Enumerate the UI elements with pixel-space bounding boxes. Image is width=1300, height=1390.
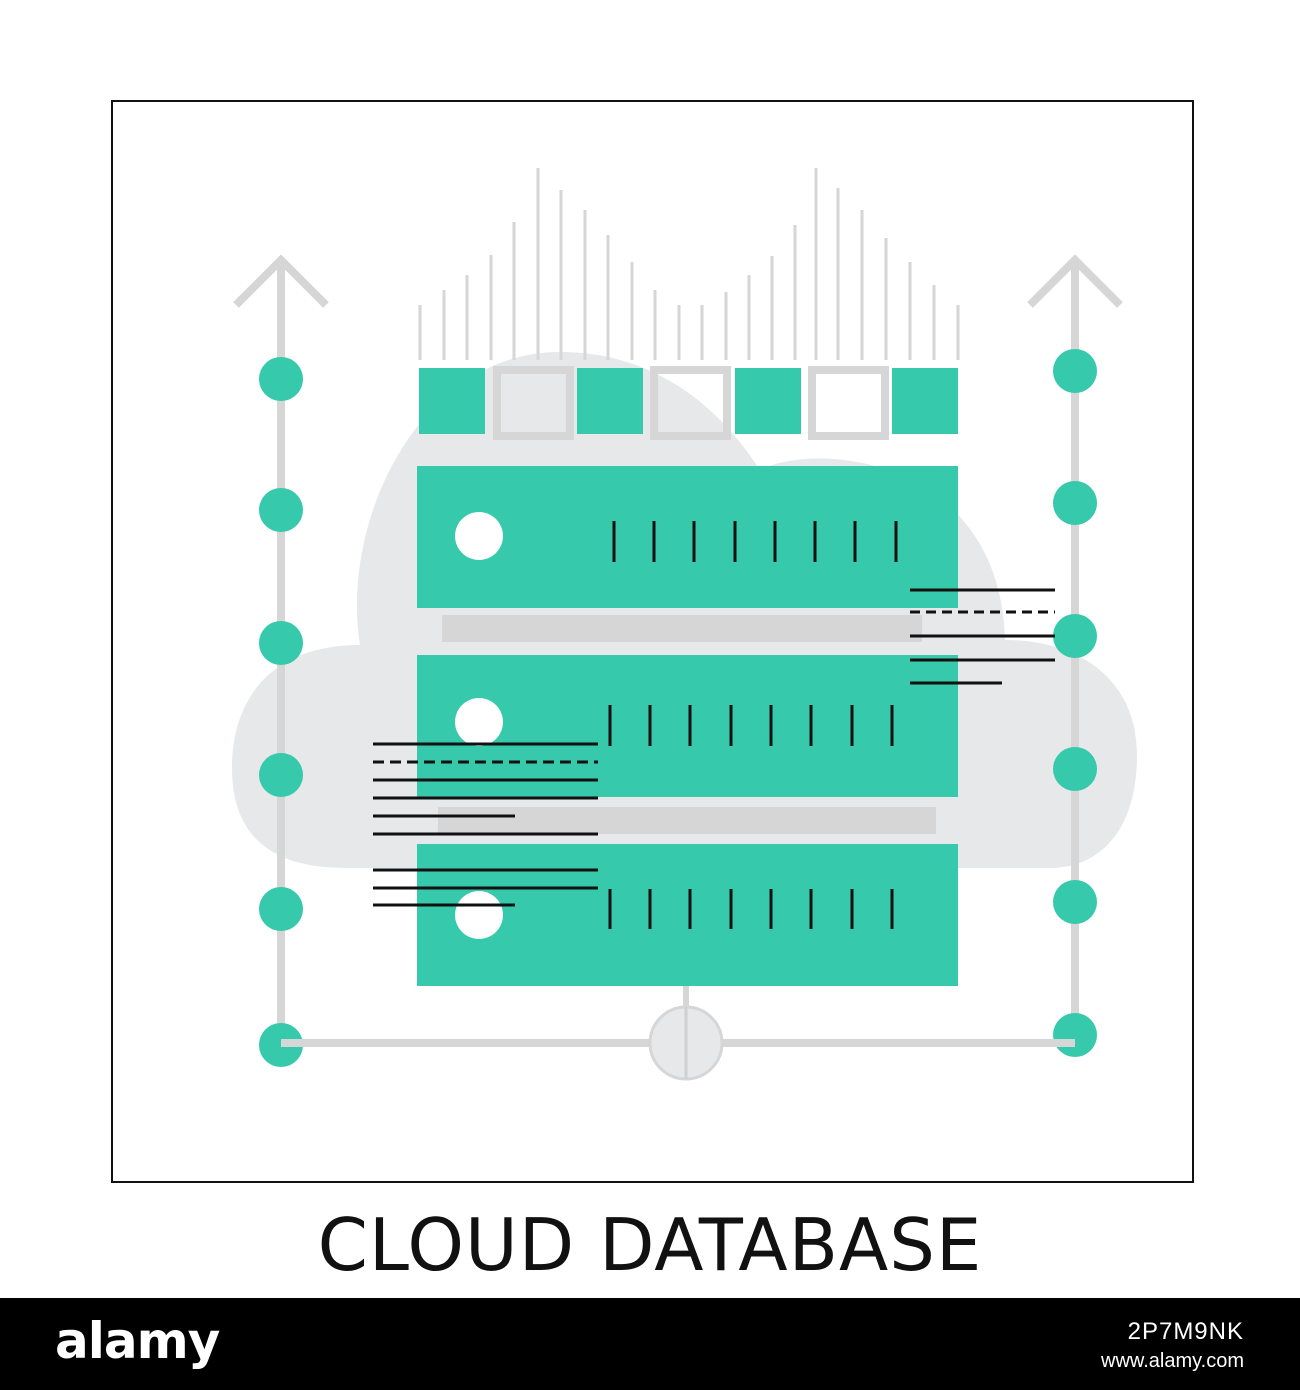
up-arrow-icon xyxy=(233,254,329,308)
left-data-flow xyxy=(233,254,329,1067)
server-unit xyxy=(417,466,958,608)
illustration-frame xyxy=(111,100,1194,1183)
server-unit xyxy=(417,844,958,986)
server-shelf xyxy=(442,615,922,642)
network-node-icon xyxy=(281,985,1075,1081)
right-data-flow xyxy=(1027,254,1123,1057)
image-id-label: 2P7M9NK xyxy=(1127,1318,1244,1345)
server-rack-icon xyxy=(417,466,958,986)
info-lines-left xyxy=(373,742,598,907)
server-shelf xyxy=(438,807,936,834)
brand-logo: alamy xyxy=(55,1312,220,1370)
data-signal-lines xyxy=(418,168,960,360)
up-arrow-icon xyxy=(1027,254,1123,308)
info-lines-right xyxy=(910,588,1055,685)
watermark-footer: alamy 2P7M9NK www.alamy.com xyxy=(0,1298,1300,1390)
server-unit xyxy=(417,655,958,797)
site-url-label: www.alamy.com xyxy=(1101,1350,1244,1372)
cloud-database-illustration xyxy=(232,168,1137,1081)
data-blocks-row xyxy=(419,366,958,440)
caption-title: CLOUD DATABASE xyxy=(317,1203,983,1287)
